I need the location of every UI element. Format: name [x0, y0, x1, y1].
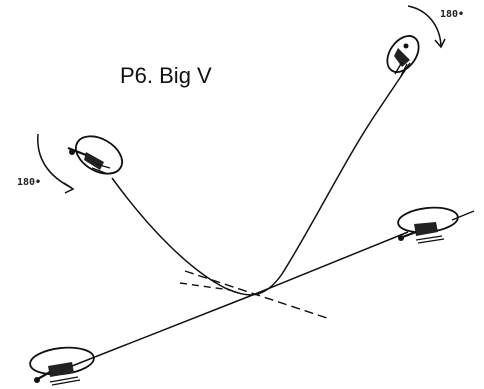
turn-arrow-top-right	[407, 5, 442, 47]
turn-arrow-left	[37, 133, 73, 189]
v-flight-path	[111, 62, 411, 296]
helicopter-right	[397, 206, 459, 244]
diagonal-path-extension	[451, 210, 475, 221]
diagonal-flight-path	[71, 231, 409, 367]
dashed-exit-line	[179, 282, 231, 291]
helicopter-bottom-left	[29, 346, 95, 386]
helicopter-left	[67, 135, 123, 175]
dashed-entry-line	[184, 270, 331, 320]
helicopter-top-right	[386, 35, 420, 77]
turn-arrow-left-head	[63, 182, 75, 194]
turn-label-top-right: 180•	[440, 9, 465, 20]
turn-arrow-top-right-head	[434, 38, 446, 49]
diagram-title: P6. Big V	[120, 63, 212, 88]
turn-label-left: 180•	[17, 177, 42, 188]
